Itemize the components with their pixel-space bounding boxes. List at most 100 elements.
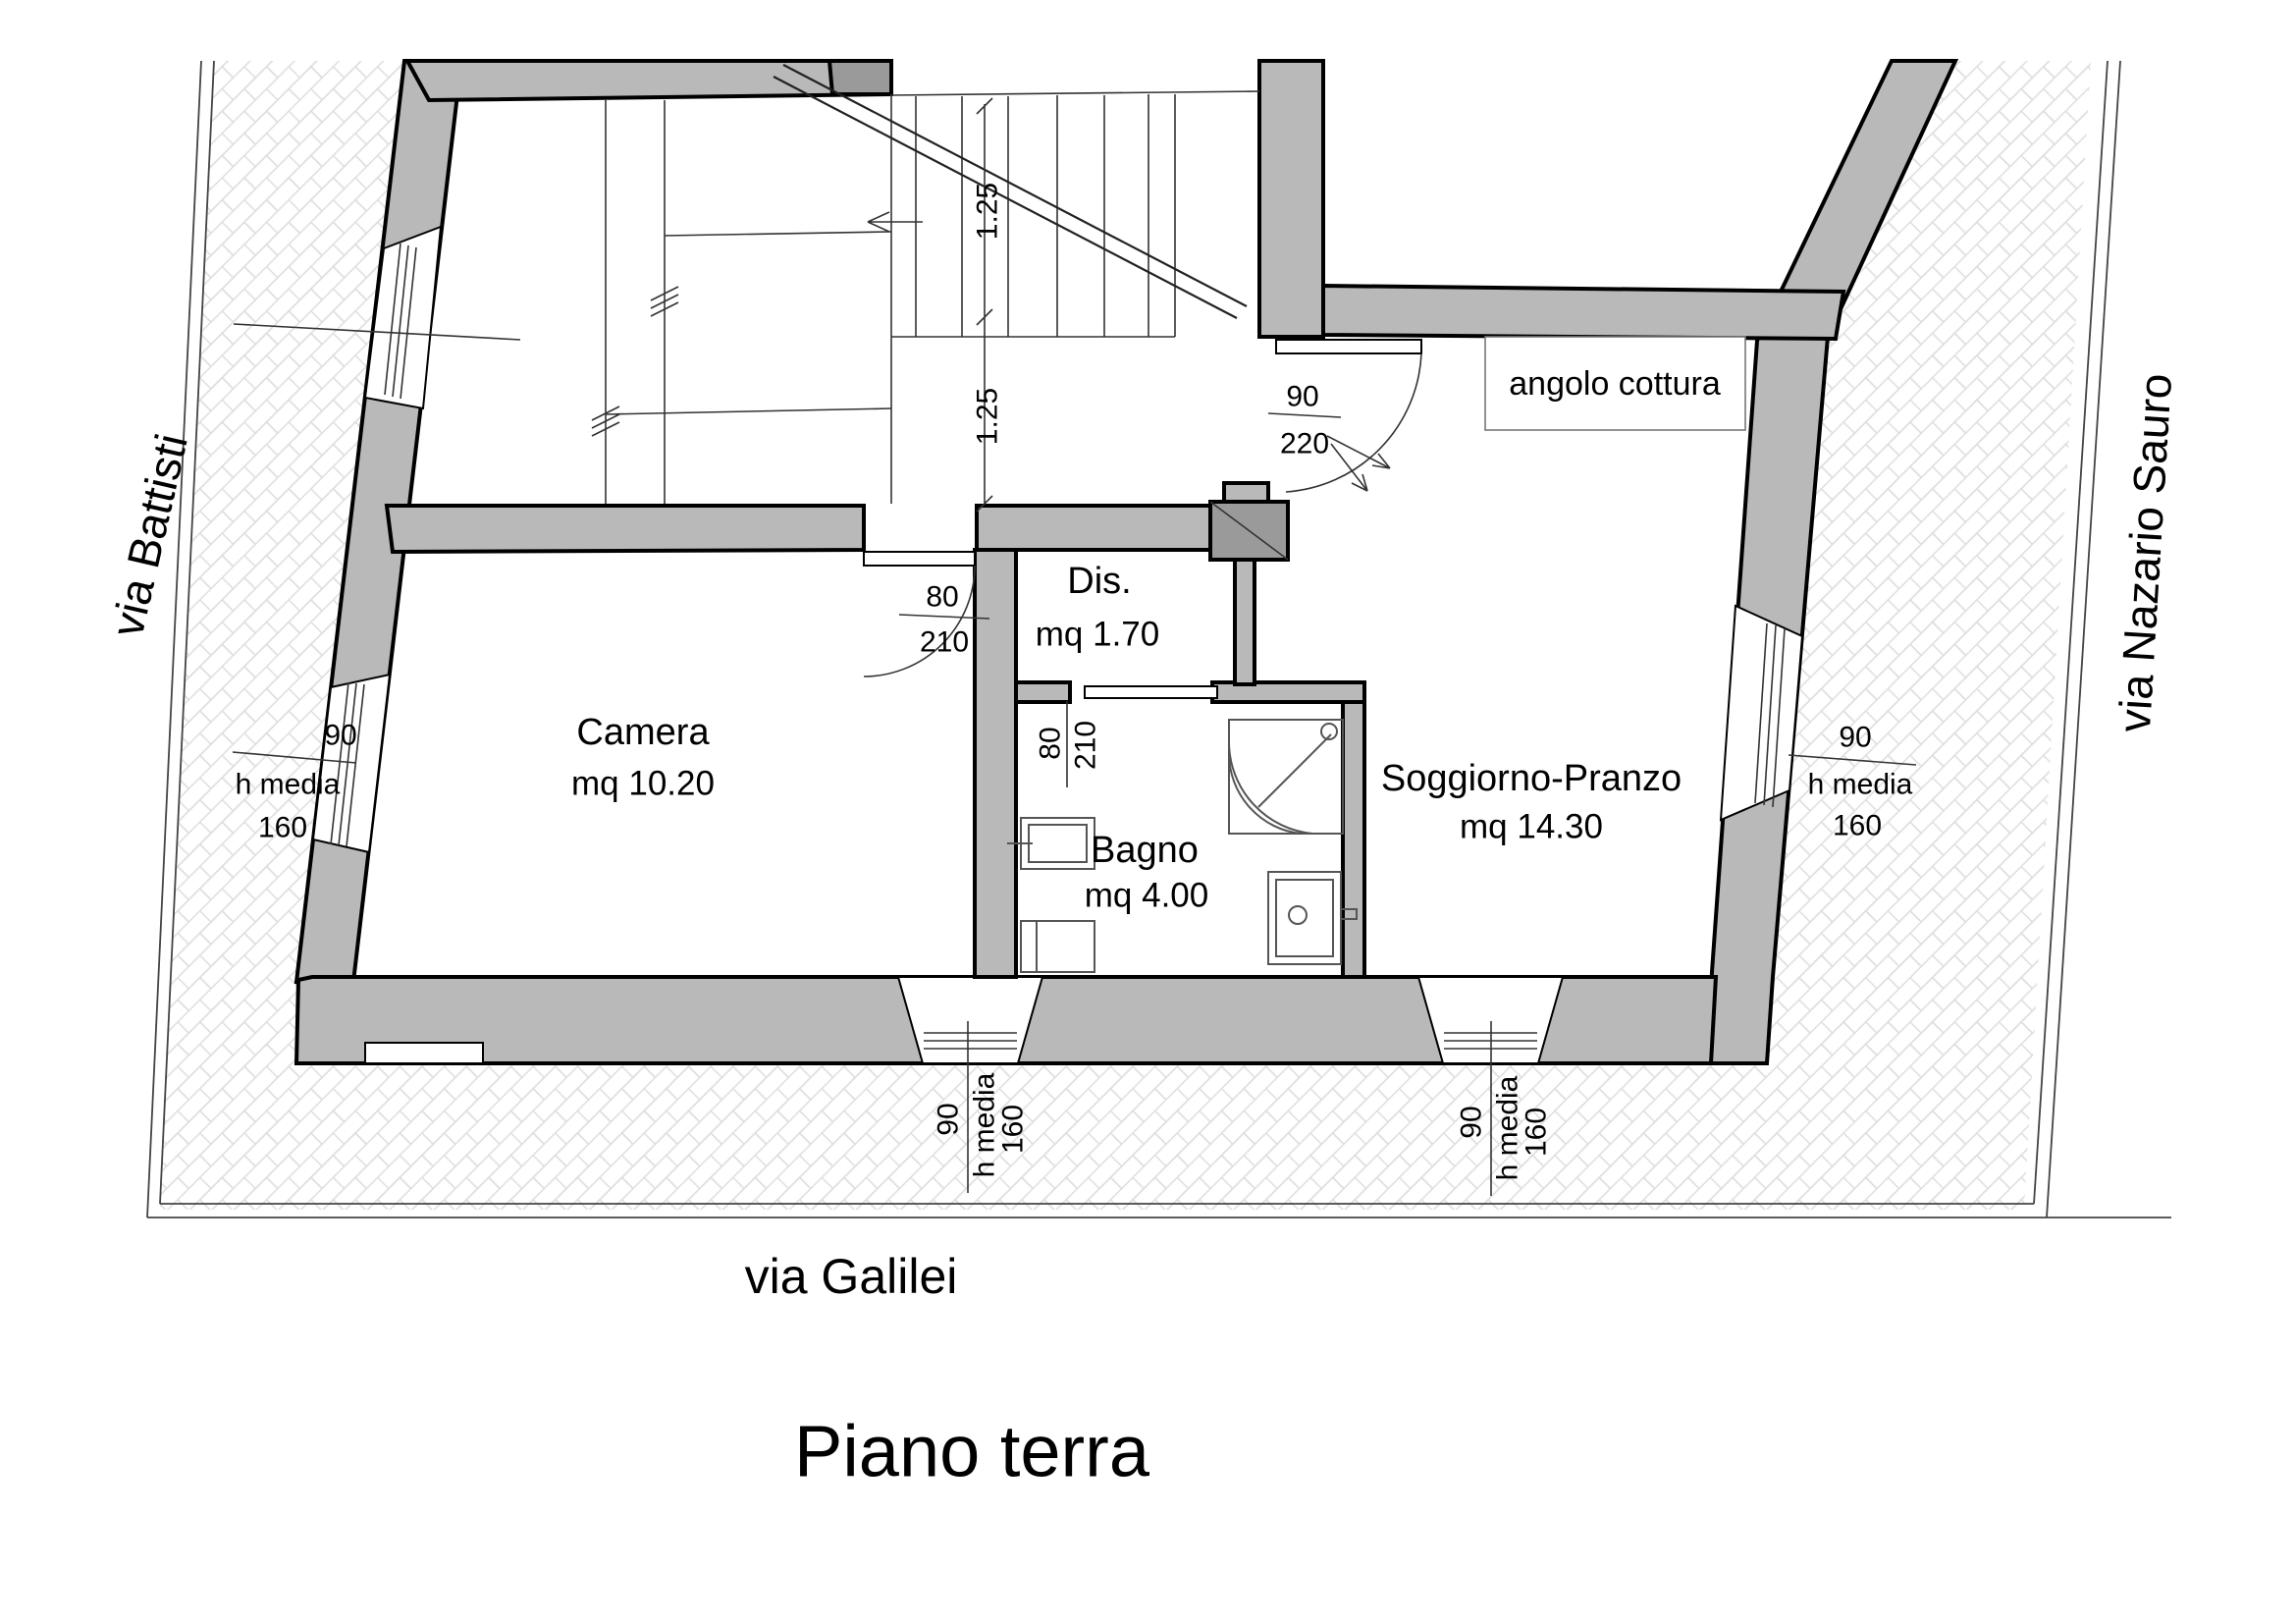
doors: [863, 339, 1422, 699]
bottom-left-window-height: 160: [997, 1105, 1030, 1154]
break-marks-lower: [591, 406, 620, 437]
bottom-wall-notch: [364, 1042, 484, 1064]
entry-wall: [1257, 59, 1325, 339]
bagno-area: mq 4.00: [1085, 877, 1208, 915]
street-label-left: via Battisti: [101, 429, 197, 641]
room-labels: Camera mq 10.20 Bagno mq 4.00 Dis. mq 1.…: [571, 365, 1721, 915]
stair-landing-edge: [891, 94, 1176, 338]
right-window-width: 90: [1839, 722, 1871, 754]
camera-area: mq 10.20: [571, 765, 715, 803]
stair-treads: [915, 94, 1149, 337]
boundary-right-outer: [2046, 60, 2121, 1218]
shower-tray: [1228, 719, 1344, 835]
bottom-window-left: [896, 976, 1044, 1064]
stair-flight-dim-2: 1.25: [972, 388, 1004, 445]
entry-pier: [827, 59, 893, 96]
entrance-door-width: 90: [1286, 381, 1318, 413]
bathroom-fixtures: [1007, 719, 1358, 973]
page-title: Piano terra: [794, 1411, 1150, 1492]
stair-dim-line: [976, 97, 993, 513]
shower-diagonal: [1257, 733, 1332, 808]
entry-pillar-brace: [1209, 501, 1289, 561]
sink-basin: [1275, 879, 1334, 957]
camera-door-width: 80: [926, 581, 958, 614]
stairs-camera-wall-left: [384, 504, 866, 555]
stairs-camera-wall-right: [975, 504, 1212, 552]
camera-label: Camera: [576, 712, 710, 753]
sink: [1267, 871, 1342, 965]
right-window-height: 160: [1833, 810, 1882, 842]
bagno-door-width: 80: [1035, 727, 1067, 759]
camera-door-swing: [863, 565, 976, 677]
bagno-top-wall-left: [1014, 680, 1072, 704]
bagno-label: Bagno: [1091, 830, 1199, 871]
entry-step: [1222, 481, 1270, 504]
boundary-left-outer: [146, 60, 202, 1218]
right-window-dim-rule: [1788, 754, 1917, 766]
vestibule-face-line: [890, 90, 1260, 96]
camera-door-dim-rule: [898, 614, 990, 620]
shower-curve: [1228, 741, 1313, 835]
washbasin-inner: [1028, 824, 1088, 863]
left-window-hmedia: h media: [236, 769, 341, 801]
bottom-right-window-height: 160: [1521, 1108, 1553, 1157]
soggiorno-label: Soggiorno-Pranzo: [1381, 758, 1682, 799]
stair-flight-dim-1: 1.25: [972, 183, 1004, 240]
left-window-height: 160: [258, 812, 307, 844]
camera-door-height: 210: [920, 626, 969, 659]
stairs: [233, 64, 1260, 513]
kitchen-spine-wall: [1321, 283, 1846, 342]
sink-faucet: [1340, 908, 1358, 920]
street-label-right: via Nazario Sauro: [2109, 372, 2181, 733]
dimension-labels: 80 210 90 220 80 210 90 h media 160 90 h…: [232, 183, 1917, 1196]
bottom-right-window-hmedia: h media: [1492, 1075, 1524, 1180]
bagno-right-wall: [1341, 700, 1366, 979]
bottom-window-right: [1416, 976, 1565, 1064]
bottom-right-window-width: 90: [1456, 1106, 1488, 1138]
street-label-bottom: via Galilei: [745, 1249, 958, 1304]
wc: [1020, 920, 1095, 973]
bagno-sliding-door-leaf: [1084, 685, 1218, 699]
entrance-door-height: 220: [1280, 428, 1329, 460]
dis-area: mq 1.70: [1036, 616, 1159, 654]
soggiorno-window-glazing: [1754, 622, 1786, 808]
bottom-left-window-width: 90: [933, 1103, 965, 1135]
soggiorno-area: mq 14.30: [1460, 808, 1603, 846]
stair-direction-arrow: [867, 211, 923, 233]
sink-drain: [1288, 905, 1308, 925]
angolo-cottura-label: angolo cottura: [1509, 365, 1721, 403]
camera-bagno-wall: [973, 548, 1018, 979]
shower-drain: [1320, 723, 1338, 740]
right-window-hmedia: h media: [1808, 769, 1913, 801]
left-window-width: 90: [324, 720, 356, 752]
boundary-right-inner: [2033, 60, 2109, 1205]
top-wall: [403, 59, 893, 103]
stair-flight-edge-2: [605, 407, 892, 415]
stairs-window-glazing: [384, 243, 417, 400]
dis-label: Dis.: [1067, 561, 1131, 602]
stairs-window: [363, 225, 443, 410]
camera-window-glazing: [330, 681, 365, 847]
interior-walls: [384, 481, 1366, 979]
bottom-left-window-hmedia: h media: [969, 1072, 1001, 1177]
camera-door-leaf: [863, 551, 976, 567]
entrance-door-dim-rule: [1267, 412, 1342, 418]
kitchen-corner-box: [1484, 336, 1746, 431]
entrance-door-leaf: [1275, 339, 1422, 354]
stair-flight-edge-1: [664, 231, 892, 237]
stair-stringer-diagonal: [773, 64, 1248, 319]
windows: [311, 225, 1804, 1064]
sidewalk-hatch: [159, 61, 2091, 1210]
break-marks-upper: [650, 286, 679, 317]
bottom-window-left-glazing: [924, 1032, 1017, 1050]
right-wall: [1705, 59, 1959, 1065]
section-line: [233, 323, 521, 341]
bagno-door-height: 210: [1070, 721, 1102, 770]
entrance-dim-arrows: [1326, 435, 1391, 492]
camera-window: [311, 673, 392, 854]
street-boundary: [146, 60, 2171, 1218]
boundary-left-inner: [159, 60, 215, 1205]
entrance-door-swing: [1285, 352, 1422, 493]
